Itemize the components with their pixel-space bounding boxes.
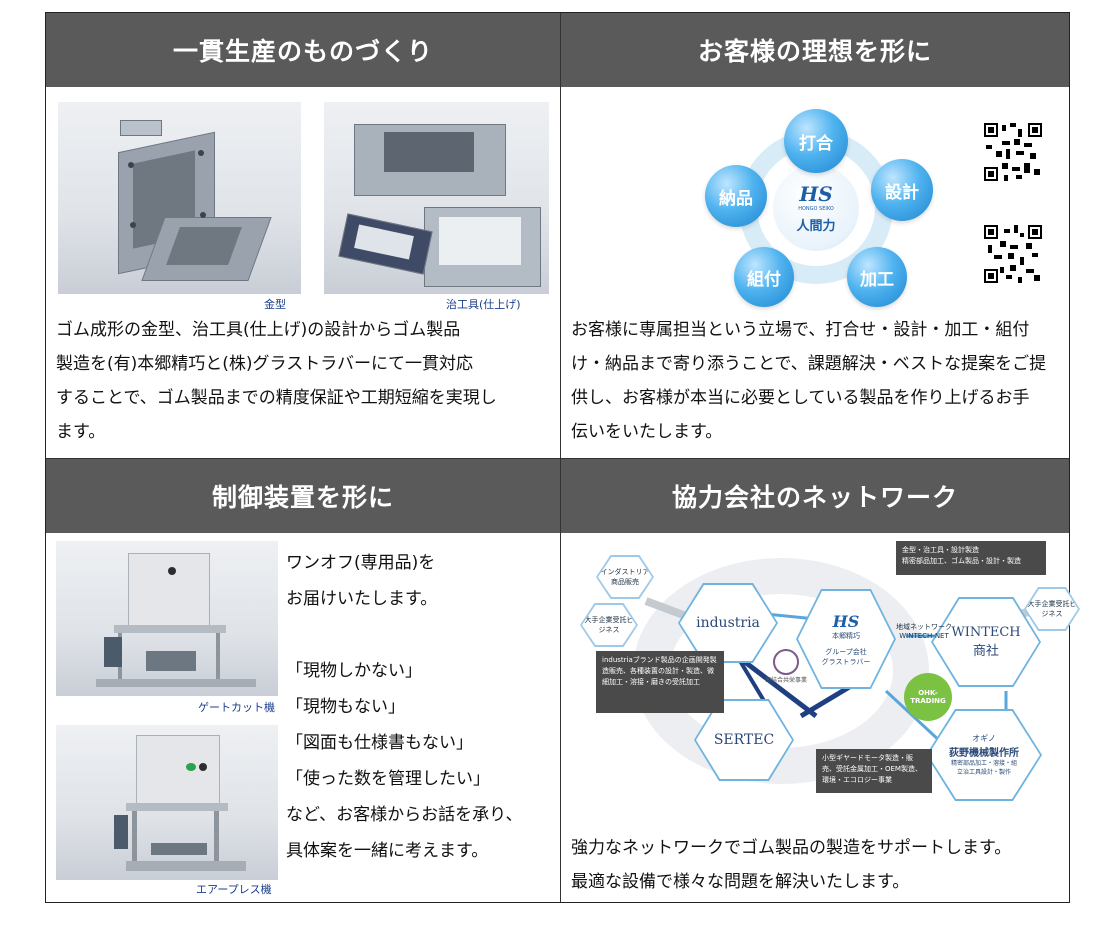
node-label: 本郷精巧 [832,631,860,640]
text-line: など、お客様からお話を承り、 [286,805,523,825]
node-industria: industria [678,583,778,663]
node-hongo-seiko-body: HS 本郷精巧 グループ会社 グラストラバー [798,591,894,687]
hongo-seiko-logo: HS [832,611,860,631]
step-delivery: 納品 [705,165,767,227]
gate-cut-machine-photo [56,541,278,696]
label-line: WINTECH-NET [899,632,949,640]
text-line: ワンオフ(専用品)を [286,553,436,573]
gate-cut-caption: ゲートカット機 [198,701,275,714]
text-line: 具体案を一緒に考えます。 [286,841,489,861]
text-line: することで、ゴム製品までの精度保証や工期短縮を実現し [56,388,497,408]
node-label: インダストリア商品販売 [598,557,652,597]
center-mark: 密結合共栄事業 [756,649,816,689]
box-line: 金型・治工具・設計製造 [902,546,979,554]
node-label: industria [680,585,776,661]
partner-network-text: 強力なネットワークでゴム製品の製造をサポートします。 最適な設備で様々な問題を解… [571,831,1066,899]
text-line: 「現物もない」 [286,697,405,717]
node-label: SERTEC [696,701,792,779]
node-wintech-body: WINTECH 商社 [933,599,1039,685]
node-big-company-left: 大手企業受託ビジネス [580,603,638,647]
text-line-blank [286,617,556,653]
section-header-customer-ideal: お客様の理想を形に [561,13,1069,87]
wintech-net-label: 地域ネットワーク WINTECH-NET [896,623,952,641]
text-line: 供し、お客様が本当に必要としている製品を作り上げるお手 [571,388,1030,408]
node-label: WINTECH [951,625,1021,640]
node-ohk-trading: OHK-TRADING [904,673,952,721]
qr-code-top[interactable] [984,123,1042,181]
mold-caption: 金型 [264,298,286,311]
air-press-machine-photo [56,725,278,880]
process-cycle-diagram: HS HONGO SEIKO 人間力 打合 設計 加工 組付 納品 [701,99,966,309]
step-meeting: 打合 [784,109,848,173]
node-ogino-body: オギノ 荻野機械製作所 精密部品加工・溶接・組立治工具設計・製作 [928,711,1040,799]
node-industria-trade: インダストリア商品販売 [596,555,654,599]
node-label: グラストラバー [821,657,871,666]
section-header-integrated-production: 一貫生産のものづくり [46,13,560,87]
text-line: 最適な設備で様々な問題を解決いたします。 [571,872,910,892]
hongo-desc-box: 金型・治工具・設計製造 精密部品加工、ゴム製品・設計・製造 [896,541,1046,575]
text-line: 伝いをいたします。 [571,422,723,442]
step-assembly: 組付 [734,247,794,307]
text-line: 強力なネットワークでゴム製品の製造をサポートします。 [571,838,1012,858]
jig-caption: 治工具(仕上げ) [446,298,521,311]
content-table: 一貫生産のものづくり 金型 治工具(仕上げ) ゴム成形の金型、治工具(仕上げ)の… [45,12,1080,903]
sertec-desc-box: 小型ギヤードモータ製造・販売、受託金属加工・OEM製造、環境・エコロジー事業 [816,749,932,793]
customer-ideal-text: お客様に専属担当という立場で、打合せ・設計・加工・組付 け・納品まで寄り添うこと… [571,313,1066,449]
section-header-partner-network: 協力会社のネットワーク [561,459,1069,533]
box-line: 精密部品加工、ゴム製品・設計・製造 [902,557,1021,565]
section-header-control-devices: 制御装置を形に [46,459,560,533]
center-hub: HS HONGO SEIKO 人間力 [773,165,859,251]
integrated-production-text: ゴム成形の金型、治工具(仕上げ)の設計からゴム製品 製造を(有)本郷精巧と(株)… [56,313,556,449]
mold-photo [58,102,301,294]
node-label: 商社 [972,644,999,659]
partner-network-diagram: インダストリア商品販売 大手企業受託ビジネス 大手企業受託ビジネス indust… [566,541,1080,801]
center-label: 人間力 [796,219,836,234]
industria-desc-box: industriaブランド製品の企画開発製造販売、各種装置の設計・製造、微細加工… [596,651,724,713]
text-line: 「現物しかない」 [286,661,422,681]
center-mark-icon [773,649,799,675]
text-line: お客様に専属担当という立場で、打合せ・設計・加工・組付 [571,320,1030,340]
jig-photo [324,102,549,294]
label-line: 地域ネットワーク [896,623,952,631]
text-line: お届けいたします。 [286,589,438,609]
hongo-seiko-logo: HS [799,182,833,206]
center-mark-label: 密結合共栄事業 [764,677,807,684]
node-label: グループ会社 [825,647,867,656]
logo-subtitle: HONGO SEIKO [798,206,834,212]
column-divider [560,13,561,902]
qr-code-bottom[interactable] [984,225,1042,283]
text-line: ます。 [56,422,106,442]
row-divider [46,458,1069,459]
node-hongo-seiko: HS 本郷精巧 グループ会社 グラストラバー [796,589,896,689]
text-line: 「使った数を管理したい」 [286,769,490,789]
node-label: 荻野機械製作所 [949,748,1019,759]
text-line: ゴム成形の金型、治工具(仕上げ)の設計からゴム製品 [56,320,461,340]
step-design: 設計 [871,159,933,221]
air-press-caption: エアープレス機 [196,883,272,896]
step-machining: 加工 [847,247,907,307]
node-label: オギノ [972,734,996,743]
control-devices-text: ワンオフ(専用品)を お届けいたします。 「現物しかない」 「現物もない」 「図… [286,545,556,869]
node-label: 大手企業受託ビジネス [1026,589,1078,629]
text-line: 製造を(有)本郷精巧と(株)グラストラバーにて一貫対応 [56,354,474,374]
node-big-company-right: 大手企業受託ビジネス [1024,587,1080,631]
text-line: 「図面も仕様書もない」 [286,733,473,753]
node-label: 大手企業受託ビジネス [582,605,636,645]
node-label: 精密部品加工・溶接・組立治工具設計・製作 [950,760,1017,776]
text-line: け・納品まで寄り添うことで、課題解決・ベストな提案をご提 [571,354,1047,374]
